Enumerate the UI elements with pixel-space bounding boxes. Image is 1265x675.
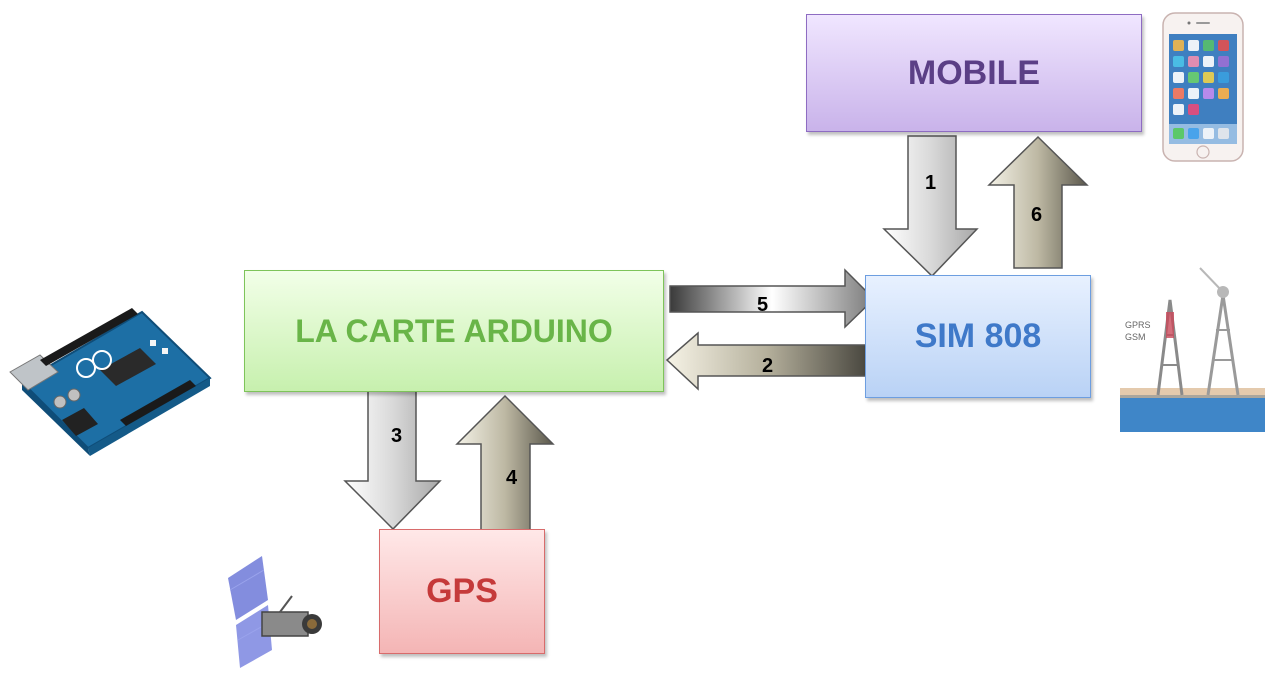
- arduino-label: LA CARTE ARDUINO: [295, 312, 613, 349]
- arrow-5: [669, 268, 876, 329]
- gps-box: GPS: [379, 529, 545, 654]
- arrow-6: [987, 135, 1089, 269]
- tower-label-gsm: GSM: [1125, 332, 1146, 342]
- arrow-1: [882, 135, 979, 278]
- arrow-3-label: 3: [391, 425, 402, 447]
- satellite-icon: [228, 556, 322, 668]
- arduino-box: LA CARTE ARDUINO: [244, 270, 664, 392]
- arrow-2: [665, 331, 867, 391]
- arrow-4: [455, 394, 555, 532]
- mobile-label: MOBILE: [907, 53, 1041, 92]
- arrow-3: [343, 390, 442, 531]
- arrow-4-label: 4: [506, 467, 518, 489]
- arrow-6-label: 6: [1031, 204, 1042, 226]
- tower-label-gprs: GPRS: [1125, 320, 1151, 330]
- sim-label: SIM 808: [914, 317, 1042, 355]
- arrow-1-label: 1: [925, 172, 936, 194]
- arrow-5-label: 5: [757, 294, 768, 316]
- arrow-2-label: 2: [762, 355, 773, 377]
- gps-label: GPS: [426, 572, 498, 610]
- arduino-board-icon: [9, 308, 212, 456]
- cell-tower-icon: GPRS GSM: [1120, 267, 1265, 432]
- sim-box: SIM 808: [865, 275, 1091, 398]
- mobile-box: MOBILE: [806, 14, 1142, 132]
- smartphone-icon: [1162, 12, 1244, 162]
